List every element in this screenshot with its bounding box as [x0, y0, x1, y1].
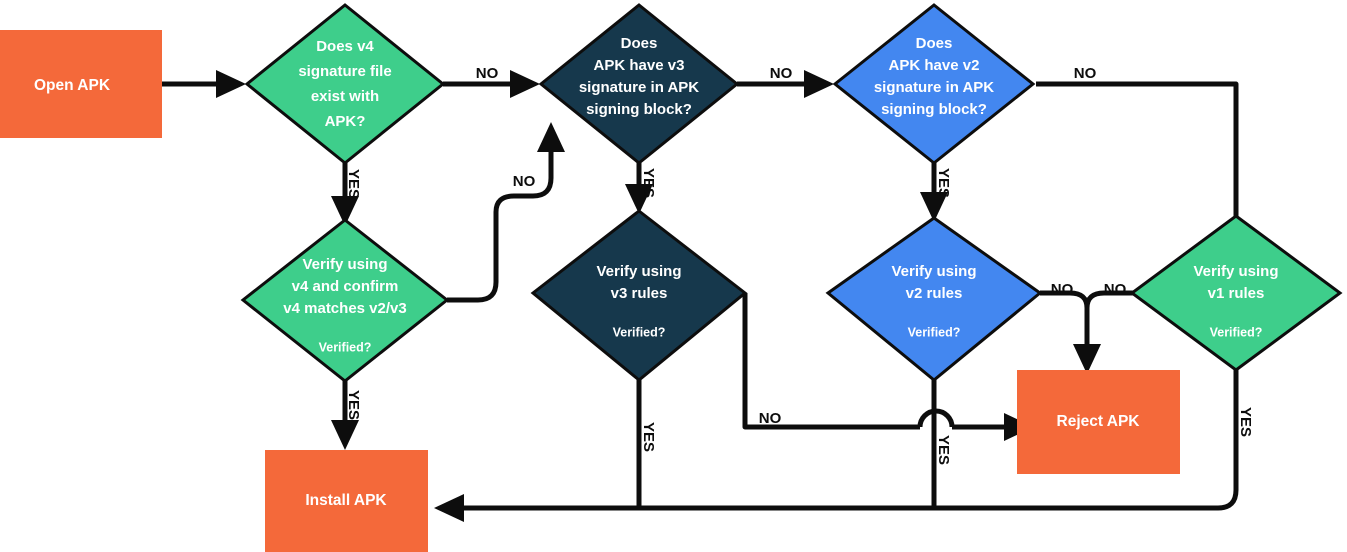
edge-open-to-v4q [162, 70, 246, 98]
node-q-v4-file[interactable]: Does v4 signature file exist with APK? [244, 3, 446, 165]
node-q-v4-file-line3: exist with [311, 88, 379, 105]
node-verify-v2-line2: v2 rules [906, 285, 963, 302]
node-q-v2-block[interactable]: Does APK have v2 signature in APK signin… [832, 3, 1036, 165]
edge-verify-v2-no-to-reject [1040, 290, 1101, 374]
node-verify-v4-sub: Verified? [319, 340, 372, 354]
node-verify-v1-sub: Verified? [1210, 325, 1263, 339]
node-verify-v2[interactable]: Verify using v2 rules Verified? [825, 216, 1043, 382]
edge-v3q-yes-to-verify-v3 [625, 163, 653, 214]
edge-label-verify-v1-no: NO [1104, 281, 1127, 298]
node-install-apk-label: Install APK [305, 492, 387, 509]
edge-v3q-no-to-v2q [737, 70, 834, 98]
edge-label-verify-v1-yes: YES [1237, 407, 1254, 437]
edge-verify-v4-yes-to-install [331, 381, 359, 450]
edge-v2q-no-to-verify-v1 [1036, 81, 1239, 216]
edge-label-verify-v3-yes: YES [640, 422, 657, 452]
edge-verify-v1-no-to-reject [1084, 290, 1134, 318]
node-q-v4-file-line4: APK? [325, 113, 366, 130]
edge-label-v2q-no: NO [1074, 65, 1097, 82]
edge-label-v4q-yes: YES [345, 169, 362, 199]
node-open-apk-label: Open APK [34, 77, 111, 94]
node-q-v3-block-line1: Does [621, 35, 658, 52]
node-verify-v3-sub: Verified? [613, 325, 666, 339]
edge-verify-v3-yes-to-install [434, 380, 642, 522]
edge-label-verify-v1-yes-text: YES [1237, 407, 1254, 437]
edge-v4q-no-to-v3q [443, 70, 540, 98]
node-verify-v4-line3: v4 matches v2/v3 [283, 300, 406, 317]
node-q-v3-block[interactable]: Does APK have v3 signature in APK signin… [538, 3, 740, 165]
edge-label-v4q-yes-text: YES [345, 169, 362, 199]
edge-verify-v4-no-to-v3q [447, 122, 565, 303]
node-q-v2-block-line2: APK have v2 [889, 57, 980, 74]
edge-label-v4q-no: NO [476, 65, 499, 82]
edge-line-jump [917, 408, 955, 428]
node-verify-v4-line1: Verify using [302, 256, 387, 273]
node-verify-v1-line2: v1 rules [1208, 285, 1265, 302]
edge-v4q-yes-to-verify-v4 [331, 163, 359, 226]
edge-label-verify-v3-yes-text: YES [640, 422, 657, 452]
edge-label-verify-v2-no: NO [1051, 281, 1074, 298]
node-open-apk[interactable]: Open APK [0, 30, 162, 138]
node-q-v3-block-line2: APK have v3 [594, 57, 685, 74]
edge-v2q-yes-to-verify-v2 [920, 163, 948, 222]
edge-label-v3q-yes: YES [640, 168, 657, 198]
node-verify-v1-line1: Verify using [1193, 263, 1278, 280]
edge-label-verify-v4-no: NO [513, 173, 536, 190]
edge-label-verify-v3-no: NO [759, 410, 782, 427]
edge-label-v3q-yes-text: YES [640, 168, 657, 198]
node-verify-v4[interactable]: Verify using v4 and confirm v4 matches v… [240, 218, 450, 383]
edge-verify-v1-yes-to-install [934, 370, 1239, 511]
edge-label-v2q-yes: YES [935, 168, 952, 198]
edge-label-verify-v4-yes: YES [345, 390, 362, 420]
node-verify-v2-line1: Verify using [891, 263, 976, 280]
node-q-v4-file-line2: signature file [298, 63, 391, 80]
node-q-v2-block-line1: Does [916, 35, 953, 52]
node-q-v2-block-line4: signing block? [881, 101, 987, 118]
node-install-apk[interactable]: Install APK [265, 450, 428, 552]
edge-label-v3q-no: NO [770, 65, 793, 82]
node-verify-v4-line2: v4 and confirm [292, 278, 399, 295]
node-q-v2-block-line3: signature in APK [874, 79, 994, 96]
node-q-v3-block-line4: signing block? [586, 101, 692, 118]
node-verify-v3[interactable]: Verify using v3 rules Verified? [530, 209, 748, 382]
edge-label-verify-v2-yes: YES [935, 435, 952, 465]
node-verify-v3-line1: Verify using [596, 263, 681, 280]
node-verify-v1[interactable]: Verify using v1 rules Verified? [1129, 214, 1343, 372]
edge-label-verify-v2-yes-text: YES [935, 435, 952, 465]
node-q-v4-file-line1: Does v4 [316, 38, 374, 55]
edge-label-v2q-yes-text: YES [935, 168, 952, 198]
node-q-v3-block-line3: signature in APK [579, 79, 699, 96]
node-verify-v2-sub: Verified? [908, 325, 961, 339]
node-reject-apk-label: Reject APK [1057, 413, 1141, 430]
node-verify-v3-line2: v3 rules [611, 285, 668, 302]
edge-verify-v2-yes-to-install [639, 380, 937, 511]
node-reject-apk[interactable]: Reject APK [1017, 370, 1180, 474]
edge-label-verify-v4-yes-text: YES [345, 390, 362, 420]
